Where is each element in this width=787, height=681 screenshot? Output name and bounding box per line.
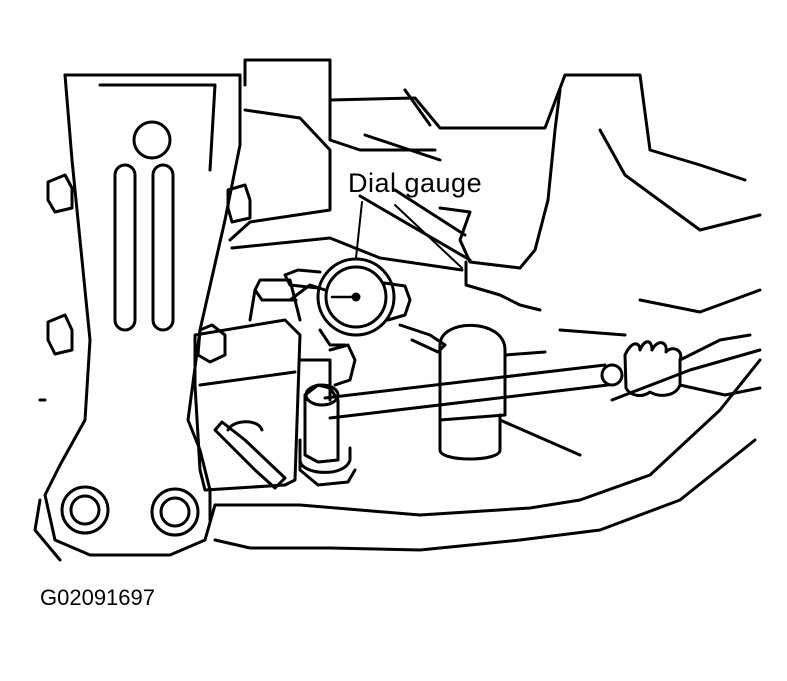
dial-gauge-label: Dial gauge bbox=[348, 168, 483, 198]
transmission-housing bbox=[228, 58, 762, 337]
plunger-post bbox=[298, 383, 357, 487]
cv-boot bbox=[623, 333, 762, 397]
bracket-bolts bbox=[46, 173, 252, 537]
drive-shaft bbox=[323, 323, 624, 461]
crossmember bbox=[38, 348, 762, 552]
figure-id-label: G02091697 bbox=[40, 585, 155, 610]
dial-gauge-body bbox=[283, 257, 447, 354]
callout-leader-lines bbox=[355, 201, 463, 269]
